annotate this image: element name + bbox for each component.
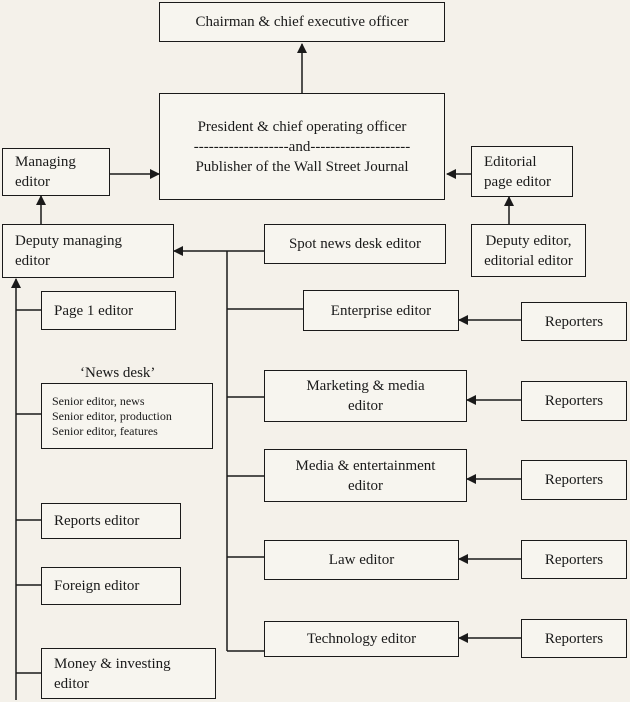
node-text: page editor: [484, 173, 552, 190]
node-deputy-managing-editor: Deputy managing editor: [2, 224, 174, 278]
node-text: editor: [15, 253, 50, 269]
node-foreign-editor: Foreign editor: [41, 567, 181, 605]
node-page1-editor: Page 1 editor: [41, 291, 176, 330]
node-text: Reporters: [544, 551, 604, 568]
node-text: Senior editor, news: [52, 393, 145, 408]
node-reporters-media: Reporters: [521, 460, 627, 500]
node-text: Senior editor, production: [52, 408, 172, 423]
node-text: Deputy editor,: [485, 232, 572, 249]
node-law-editor: Law editor: [264, 540, 459, 580]
node-money-investing-editor: Money & investing editor: [41, 648, 216, 699]
node-president: President & chief operating officer ----…: [159, 93, 445, 200]
node-text: Reports editor: [54, 513, 140, 529]
node-reporters-enterprise: Reporters: [521, 302, 627, 341]
node-text: editor: [54, 675, 89, 692]
node-text: Media & entertainment: [295, 457, 436, 474]
node-reporters-law: Reporters: [521, 540, 627, 579]
node-text: editor: [348, 398, 383, 414]
news-desk-heading: ‘News desk’: [80, 365, 156, 381]
node-deputy-editor: Deputy editor, editorial editor: [471, 224, 586, 277]
node-news-desk: Senior editor, news Senior editor, produ…: [41, 383, 213, 449]
node-enterprise-editor: Enterprise editor: [303, 290, 459, 331]
node-managing-editor: Managing editor: [2, 148, 110, 196]
node-text: Reporters: [544, 393, 604, 409]
node-text: Technology editor: [306, 631, 417, 647]
node-text: editorial editor: [484, 252, 573, 269]
node-text: Reporters: [544, 630, 604, 647]
node-text: editor: [15, 174, 50, 190]
node-text: editor: [348, 477, 383, 494]
node-text: Law editor: [328, 552, 395, 568]
node-text: -------------------and------------------…: [193, 138, 411, 155]
node-marketing-media-editor: Marketing & media editor: [264, 370, 467, 422]
node-reporters-marketing: Reporters: [521, 381, 627, 421]
node-text: Marketing & media: [306, 378, 425, 394]
node-chairman: Chairman & chief executive officer: [159, 2, 445, 42]
node-editorial-page-editor: Editorial page editor: [471, 146, 573, 197]
node-reports-editor: Reports editor: [41, 503, 181, 539]
node-reporters-technology: Reporters: [521, 619, 627, 658]
node-text: Page 1 editor: [54, 302, 134, 319]
node-text: Enterprise editor: [330, 302, 432, 319]
node-text: Money & investing: [54, 655, 171, 672]
node-text: Managing: [15, 154, 76, 170]
node-text: Reporters: [544, 313, 604, 330]
node-text: Senior editor, features: [52, 423, 158, 438]
node-text: Spot news desk editor: [288, 236, 422, 252]
node-text: Deputy managing: [15, 233, 123, 249]
node-text: Reporters: [544, 472, 604, 488]
node-text: Chairman & chief executive officer: [195, 14, 409, 30]
node-text: Publisher of the Wall Street Journal: [195, 158, 409, 175]
node-media-entertainment-editor: Media & entertainment editor: [264, 449, 467, 502]
node-technology-editor: Technology editor: [264, 621, 459, 657]
node-text: Editorial: [484, 153, 537, 170]
node-spot-news-desk-editor: Spot news desk editor: [264, 224, 446, 264]
node-text: Foreign editor: [54, 578, 140, 594]
node-text: President & chief operating officer: [197, 118, 407, 135]
